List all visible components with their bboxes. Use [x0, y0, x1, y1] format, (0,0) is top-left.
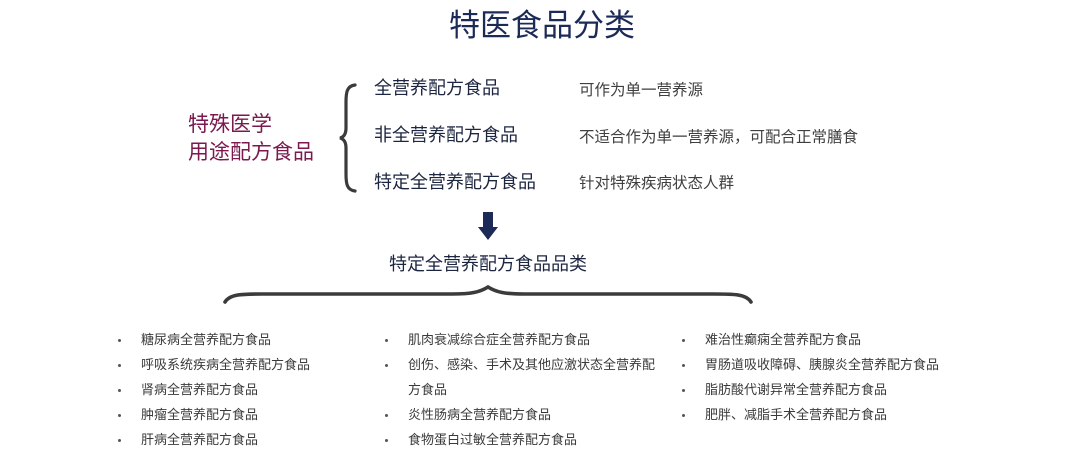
list-item: 食物蛋白过敏全营养配方食品: [385, 428, 661, 453]
arrow-down-icon: [478, 212, 498, 240]
list-item: 肌肉衰减综合症全营养配方食品: [385, 328, 661, 353]
bullet-icon: [118, 439, 121, 442]
bullet-icon: [118, 339, 121, 342]
bullet-icon: [682, 414, 685, 417]
list-item: 难治性癫痫全营养配方食品: [682, 328, 982, 353]
root-label-line-1: 特殊医学: [188, 112, 272, 136]
subcategory-list-column-1: 糖尿病全营养配方食品 呼吸系统疾病全营养配方食品 肾病全营养配方食品 肿瘤全营养…: [118, 328, 378, 453]
list-item: 肿瘤全营养配方食品: [118, 403, 378, 428]
subcategory-title: 特定全营养配方食品品类: [389, 254, 587, 275]
category-name-non-full-nutrition: 非全营养配方食品: [374, 125, 518, 146]
left-curly-brace-icon: [339, 83, 357, 193]
category-name-full-nutrition: 全营养配方食品: [374, 78, 500, 99]
subcategory-list-column-3: 难治性癫痫全营养配方食品 胃肠道吸收障碍、胰腺炎全营养配方食品 脂肪酸代谢异常全…: [682, 328, 982, 428]
list-item: 肝病全营养配方食品: [118, 428, 378, 453]
list-item: 脂肪酸代谢异常全营养配方食品: [682, 378, 982, 403]
bullet-icon: [385, 414, 388, 417]
subcategory-list-column-2: 肌肉衰减综合症全营养配方食品 创伤、感染、手术及其他应激状态全营养配方食品 炎性…: [385, 328, 661, 453]
bullet-icon: [385, 339, 388, 342]
bullet-icon: [682, 339, 685, 342]
list-item: 肾病全营养配方食品: [118, 378, 378, 403]
root-label-line-2: 用途配方食品: [188, 140, 314, 164]
list-item: 肥胖、减脂手术全营养配方食品: [682, 403, 982, 428]
root-category-label: 特殊医学 用途配方食品: [188, 110, 314, 166]
category-desc-non-full-nutrition: 不适合作为单一营养源，可配合正常膳食: [579, 128, 859, 146]
bullet-icon: [118, 414, 121, 417]
bullet-icon: [385, 439, 388, 442]
bullet-icon: [682, 364, 685, 367]
bullet-icon: [118, 364, 121, 367]
list-item: 呼吸系统疾病全营养配方食品: [118, 353, 378, 378]
category-desc-specific-full-nutrition: 针对特殊疾病状态人群: [579, 174, 735, 192]
page-title: 特医食品分类: [449, 8, 635, 44]
horizontal-curly-brace-icon: [223, 284, 753, 304]
bullet-icon: [385, 364, 388, 367]
list-item: 炎性肠病全营养配方食品: [385, 403, 661, 428]
category-name-specific-full-nutrition: 特定全营养配方食品: [374, 172, 536, 193]
list-item: 创伤、感染、手术及其他应激状态全营养配方食品: [385, 353, 661, 403]
category-desc-full-nutrition: 可作为单一营养源: [579, 81, 704, 99]
bullet-icon: [682, 389, 685, 392]
bullet-icon: [118, 389, 121, 392]
list-item: 胃肠道吸收障碍、胰腺炎全营养配方食品: [682, 353, 982, 378]
list-item: 糖尿病全营养配方食品: [118, 328, 378, 353]
